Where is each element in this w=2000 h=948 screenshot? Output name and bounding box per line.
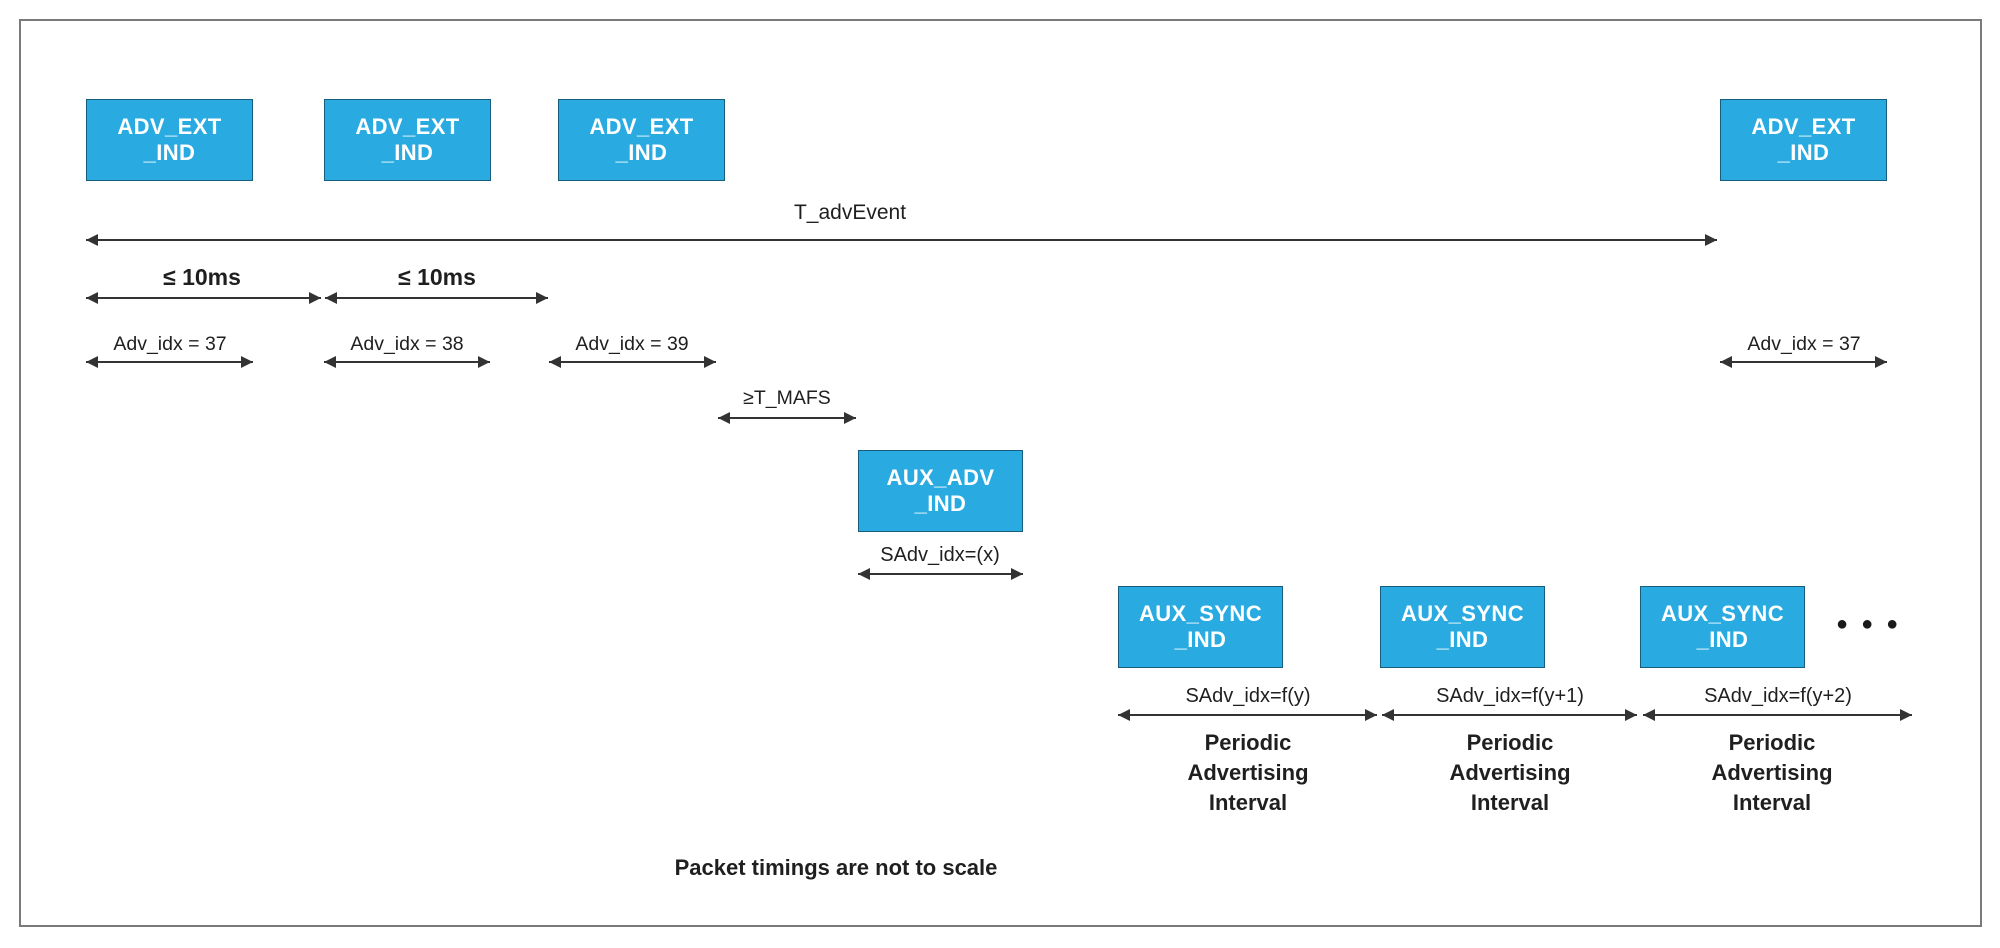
periodic-interval-arrow-1: [1118, 714, 1377, 716]
packet-label-line2: _IND: [1777, 140, 1830, 165]
le-10ms-arrow-2: [325, 297, 548, 299]
adv-idx-label-1: Adv_idx = 37: [113, 333, 227, 355]
le-10ms-label-1: ≤ 10ms: [163, 264, 241, 290]
packet-label-line1: AUX_SYNC: [1400, 601, 1524, 626]
sadv-idx-sync-label-2: SAdv_idx=f(y+1): [1436, 685, 1584, 707]
packet-label-line1: AUX_SYNC: [1660, 601, 1784, 626]
packet-label-line1: ADV_EXT: [355, 114, 460, 139]
packet-label-line1: AUX_SYNC: [1138, 601, 1262, 626]
packet-label-line2: _IND: [1696, 627, 1749, 652]
sadv-idx-x-label: SAdv_idx=(x): [880, 544, 1000, 566]
periodic-line2: Advertising: [1711, 760, 1833, 785]
ellipsis-icon: ●●●: [1836, 613, 1912, 635]
packet-label-line1: ADV_EXT: [1751, 114, 1856, 139]
t-adv-event-arrow: [86, 239, 1717, 241]
periodic-line1: Periodic: [1204, 730, 1292, 755]
adv-idx-arrow-4: [1720, 361, 1887, 363]
sadv-idx-sync-label-1: SAdv_idx=f(y): [1185, 685, 1311, 707]
periodic-line1: Periodic: [1466, 730, 1554, 755]
le-10ms-arrow-1: [86, 297, 321, 299]
scale-note: Packet timings are not to scale: [674, 855, 998, 880]
adv-idx-arrow-2: [324, 361, 490, 363]
adv-idx-arrow-1: [86, 361, 253, 363]
packet-label-line2: _IND: [143, 140, 196, 165]
t-adv-event-label: T_advEvent: [793, 201, 907, 224]
periodic-line3: Interval: [1208, 790, 1288, 815]
periodic-line2: Advertising: [1187, 760, 1309, 785]
packet-adv-ext-ind-3: ADV_EXT _IND: [558, 99, 725, 181]
packet-label-line1: ADV_EXT: [117, 114, 222, 139]
t-mafs-label: ≥T_MAFS: [743, 387, 831, 409]
packet-aux-sync-ind-2: AUX_SYNC _IND: [1380, 586, 1545, 668]
packet-label-line1: AUX_ADV: [886, 465, 995, 490]
adv-idx-label-2: Adv_idx = 38: [350, 333, 464, 355]
packet-adv-ext-ind-2: ADV_EXT _IND: [324, 99, 491, 181]
packet-adv-ext-ind-1: ADV_EXT _IND: [86, 99, 253, 181]
packet-aux-adv-ind: AUX_ADV _IND: [858, 450, 1023, 532]
sadv-idx-x-arrow: [858, 573, 1023, 575]
periodic-line2: Advertising: [1449, 760, 1571, 785]
periodic-advertising-interval-text-2: Periodic Advertising Interval: [1449, 728, 1570, 818]
packet-label-line2: _IND: [615, 140, 668, 165]
periodic-interval-arrow-2: [1382, 714, 1637, 716]
t-mafs-arrow: [718, 417, 856, 419]
packet-aux-sync-ind-3: AUX_SYNC _IND: [1640, 586, 1805, 668]
periodic-line3: Interval: [1470, 790, 1550, 815]
adv-idx-arrow-3: [549, 361, 716, 363]
periodic-line3: Interval: [1732, 790, 1812, 815]
packet-label-line2: _IND: [381, 140, 434, 165]
packet-aux-sync-ind-1: AUX_SYNC _IND: [1118, 586, 1283, 668]
packet-label-line1: ADV_EXT: [589, 114, 694, 139]
le-10ms-label-2: ≤ 10ms: [398, 264, 476, 290]
diagram-frame: [19, 19, 1982, 927]
adv-idx-label-3: Adv_idx = 39: [575, 333, 689, 355]
sadv-idx-sync-label-3: SAdv_idx=f(y+2): [1704, 685, 1852, 707]
periodic-advertising-interval-text-1: Periodic Advertising Interval: [1187, 728, 1308, 818]
periodic-interval-arrow-3: [1643, 714, 1912, 716]
adv-idx-label-4: Adv_idx = 37: [1747, 333, 1861, 355]
packet-label-line2: _IND: [1174, 627, 1227, 652]
periodic-line1: Periodic: [1728, 730, 1816, 755]
packet-adv-ext-ind-4: ADV_EXT _IND: [1720, 99, 1887, 181]
packet-label-line2: _IND: [914, 491, 967, 516]
periodic-advertising-interval-text-3: Periodic Advertising Interval: [1711, 728, 1832, 818]
packet-label-line2: _IND: [1436, 627, 1489, 652]
